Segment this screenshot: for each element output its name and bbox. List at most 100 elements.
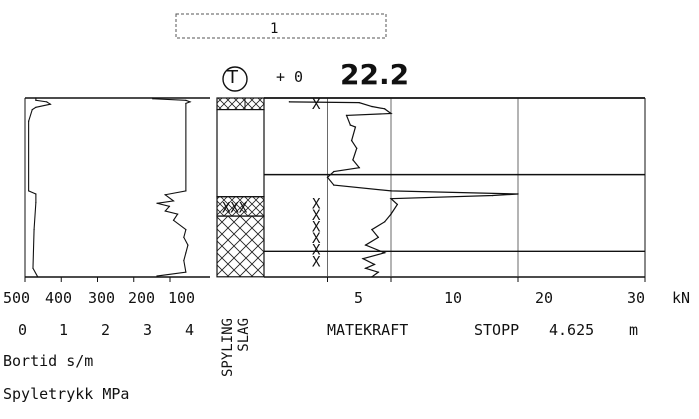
matekraft-x-marker-1: X	[312, 196, 321, 212]
spyletrykk-point-9	[168, 205, 170, 207]
matekraft-point-18	[390, 197, 392, 200]
spyletrykk-point-4	[185, 102, 187, 105]
matekraft-point-11	[358, 166, 360, 169]
spyletrykk-series-line	[152, 98, 192, 277]
matekraft-point-25	[383, 252, 386, 254]
spyletrykk-point-10	[164, 210, 166, 212]
stop-depth: 4.625	[549, 321, 595, 339]
stop-unit: m	[629, 321, 639, 339]
bortid-axis-label: Bortid s/m	[3, 352, 94, 370]
matekraft-point-29	[377, 271, 379, 273]
matekraft-point-24	[364, 244, 367, 246]
matekraft-point-15	[390, 190, 392, 192]
spyletrykk-point-8	[156, 202, 158, 204]
spyletrykk-axis-label: Spyletrykk MPa	[3, 385, 130, 403]
matekraft-point-0	[288, 101, 291, 103]
matekraft-point-12	[333, 170, 335, 173]
matekraft-point-4	[390, 112, 392, 115]
bortid-tick-500: 500	[3, 289, 31, 307]
bortid-point-1	[35, 99, 37, 101]
matekraft-point-26	[362, 257, 364, 260]
matekraft-x-marker-3: X	[312, 219, 321, 235]
matekraft-tick-5: 5	[354, 289, 364, 307]
bortid-point-6	[28, 120, 30, 122]
matekraft-point-8	[350, 139, 353, 142]
spyletrykk-point-5	[185, 190, 187, 192]
spyletrykk-point-1	[152, 98, 154, 100]
matekraft-point-3	[383, 108, 386, 110]
header-box-label: 1	[270, 21, 279, 37]
matekraft-point-23	[377, 236, 379, 239]
matekraft-point-7	[354, 126, 357, 128]
interval-3	[216, 215, 265, 278]
spyletrykk-point-7	[172, 200, 175, 202]
bortid-point-5	[31, 109, 33, 111]
spyletrykk-point-18	[185, 271, 187, 273]
spyletrykk-tick-1: 1	[59, 321, 69, 339]
spyletrykk-point-20	[156, 276, 158, 278]
bortid-point-7	[28, 190, 30, 192]
matekraft-point-14	[333, 184, 335, 186]
matekraft-x-marker-6: X	[312, 254, 321, 270]
spyletrykk-tick-2: 2	[101, 321, 111, 339]
tool-circle	[222, 66, 248, 92]
bortid-series-line	[28, 98, 52, 278]
matekraft-point-30	[371, 276, 373, 278]
matekraft-x-marker-4: X	[312, 231, 321, 247]
matekraft-point-28	[364, 267, 367, 269]
bortid-spyletrykk-panel	[24, 97, 210, 282]
chart-header	[175, 13, 387, 92]
stop-label: STOPP	[474, 321, 520, 339]
matekraft-tick-20: 20	[535, 289, 554, 307]
bortid-point-12	[37, 276, 39, 278]
matekraft-point-6	[349, 124, 352, 126]
spyletrykk-point-11	[177, 213, 179, 215]
slag-label: SLAG	[236, 318, 252, 352]
spyletrykk-point-17	[183, 259, 185, 262]
matekraft-point-21	[383, 221, 386, 223]
bortid-point-2	[46, 101, 48, 103]
matekraft-tick-30: 30	[627, 289, 646, 307]
matekraft-point-20	[390, 213, 392, 215]
bortid-point-10	[33, 228, 35, 231]
interval-marks-2: XXX	[222, 201, 248, 217]
elevation-value: 22.2	[340, 58, 410, 91]
spyletrykk-point-13	[185, 228, 187, 231]
matekraft-point-10	[352, 159, 354, 161]
matekraft-point-5	[345, 114, 348, 117]
matekraft-point-22	[371, 228, 373, 231]
bortid-tick-300: 300	[88, 289, 116, 307]
matekraft-point-9	[356, 147, 358, 150]
spyling-label: SPYLING	[220, 318, 236, 378]
bortid-point-11	[32, 267, 34, 269]
interval-1	[216, 109, 265, 198]
matekraft-unit: kN	[672, 289, 691, 307]
bortid-tick-200: 200	[128, 289, 156, 307]
bortid-point-8	[35, 193, 37, 195]
interval-0	[216, 97, 265, 111]
bortid-tick-100: 100	[168, 289, 196, 307]
matekraft-point-27	[373, 263, 376, 266]
spyletrykk-point-16	[185, 252, 187, 254]
matekraft-axis-label: MATEKRAFT	[327, 321, 409, 339]
bortid-point-9	[35, 201, 37, 204]
matekraft-point-17	[491, 194, 494, 197]
bortid-tick-400: 400	[45, 289, 73, 307]
matekraft-point-13	[326, 176, 329, 179]
offset-label: + 0	[276, 68, 304, 86]
spyletrykk-point-12	[172, 219, 175, 221]
matekraft-point-19	[396, 203, 399, 206]
matekraft-point-16	[517, 193, 519, 195]
spyletrykk-point-2	[185, 99, 187, 101]
matekraft-point-1	[358, 101, 360, 104]
matekraft-tick-10: 10	[444, 289, 463, 307]
matekraft-point-2	[371, 105, 373, 108]
matekraft-x-marker-0: X	[312, 97, 321, 113]
spyletrykk-tick-4: 4	[185, 321, 195, 339]
spyletrykk-tick-3: 3	[143, 321, 153, 339]
matekraft-x-marker-2: X	[312, 208, 321, 224]
spyletrykk-tick-0: 0	[18, 321, 28, 339]
matekraft-x-marker-5: X	[312, 243, 321, 259]
